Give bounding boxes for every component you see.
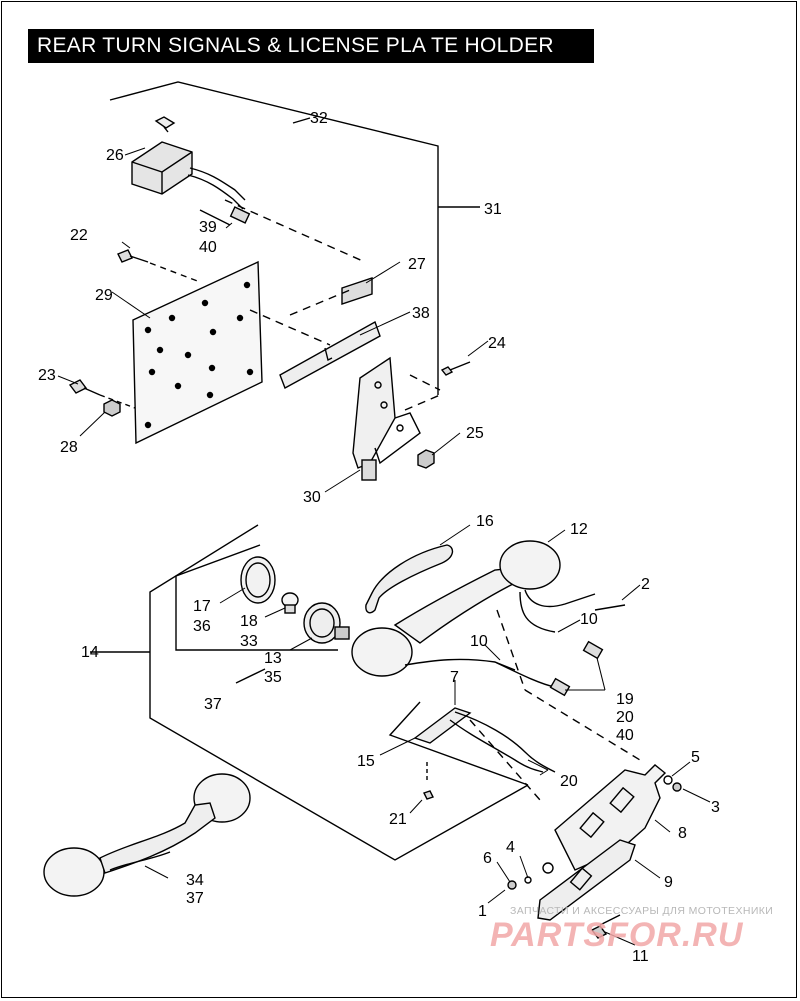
callout-2: 2 [641,576,650,593]
callout-26: 26 [106,147,124,164]
callout-1: 1 [478,903,487,920]
hardware-small [507,775,682,939]
callout-12: 12 [570,521,588,538]
lower-group-lines [90,524,529,861]
callout-20-right: 20 [616,709,634,726]
callout-28: 28 [60,439,78,456]
callout-11: 11 [632,948,649,965]
shim-38 [279,320,381,389]
diagram-title: REAR TURN SIGNALS & LICENSE PLA TE HOLDE… [28,29,594,63]
watermark-logo: PARTSFOR.RU [490,916,744,954]
callout-23: 23 [38,367,56,384]
mounting-bracket-30 [352,356,421,481]
callout-7: 7 [450,669,459,686]
turn-signal-bar-34 [43,773,251,897]
license-plate-29 [132,260,263,445]
callout-36: 36 [193,618,211,635]
bulb-18 [281,592,299,614]
callout-34: 34 [186,872,204,889]
callout-5: 5 [691,749,700,766]
upper-group-lines [109,81,480,395]
callout-6: 6 [483,850,492,867]
callout-19: 19 [616,691,634,708]
bracket-9 [537,839,636,921]
watermark-text: ЗАПЧАСТИ И АКСЕССУАРЫ ДЛЯ МОТОТЕХНИКИ [510,905,774,917]
callout-4: 4 [506,839,515,856]
callout-16: 16 [476,513,494,530]
callout-27: 27 [408,256,426,273]
callout-21: 21 [389,811,407,828]
callout-40-right: 40 [616,727,634,744]
lower-dashed-lines [469,609,641,801]
callout-22: 22 [70,227,88,244]
callout-labels: 32 26 31 39 40 22 27 29 38 24 23 25 28 3… [38,110,720,965]
callout-10-right: 10 [580,611,598,628]
callout-33: 33 [240,633,258,650]
leader-lines [57,147,711,946]
harness-7 [413,707,556,773]
socket-13 [303,602,350,644]
bolt-23 [68,379,136,409]
callout-20-mid: 20 [560,773,578,790]
callout-17: 17 [193,598,211,615]
callout-40-top: 40 [199,239,217,256]
callout-25: 25 [466,425,484,442]
upper-dashed-lines [224,199,441,411]
callout-39: 39 [199,219,217,236]
callout-15: 15 [357,753,375,770]
license-lamp-32 [131,141,251,226]
callout-18: 18 [240,613,258,630]
lens-17 [240,556,276,604]
callout-37-bottom: 37 [186,890,204,907]
callout-35: 35 [264,669,282,686]
callout-31: 31 [484,201,502,218]
callout-30: 30 [303,489,321,506]
screw-22 [117,249,201,283]
callout-29: 29 [95,287,113,304]
callout-8: 8 [678,825,687,842]
callout-38: 38 [412,305,430,322]
callout-24: 24 [488,335,506,352]
callout-14: 14 [81,644,99,661]
callout-32: 32 [310,110,328,127]
screw-21 [423,760,434,800]
bulb-26 [154,116,176,133]
nut-28 [103,399,121,417]
screw-24 [440,361,471,376]
turn-signal-bar-12 [351,540,626,697]
callout-13: 13 [264,650,282,667]
label-27 [341,277,373,305]
callout-37-mid: 37 [204,696,222,713]
callout-9: 9 [664,874,673,891]
callout-10-left: 10 [470,633,488,650]
nut-25 [417,449,435,469]
callout-3: 3 [711,799,720,816]
